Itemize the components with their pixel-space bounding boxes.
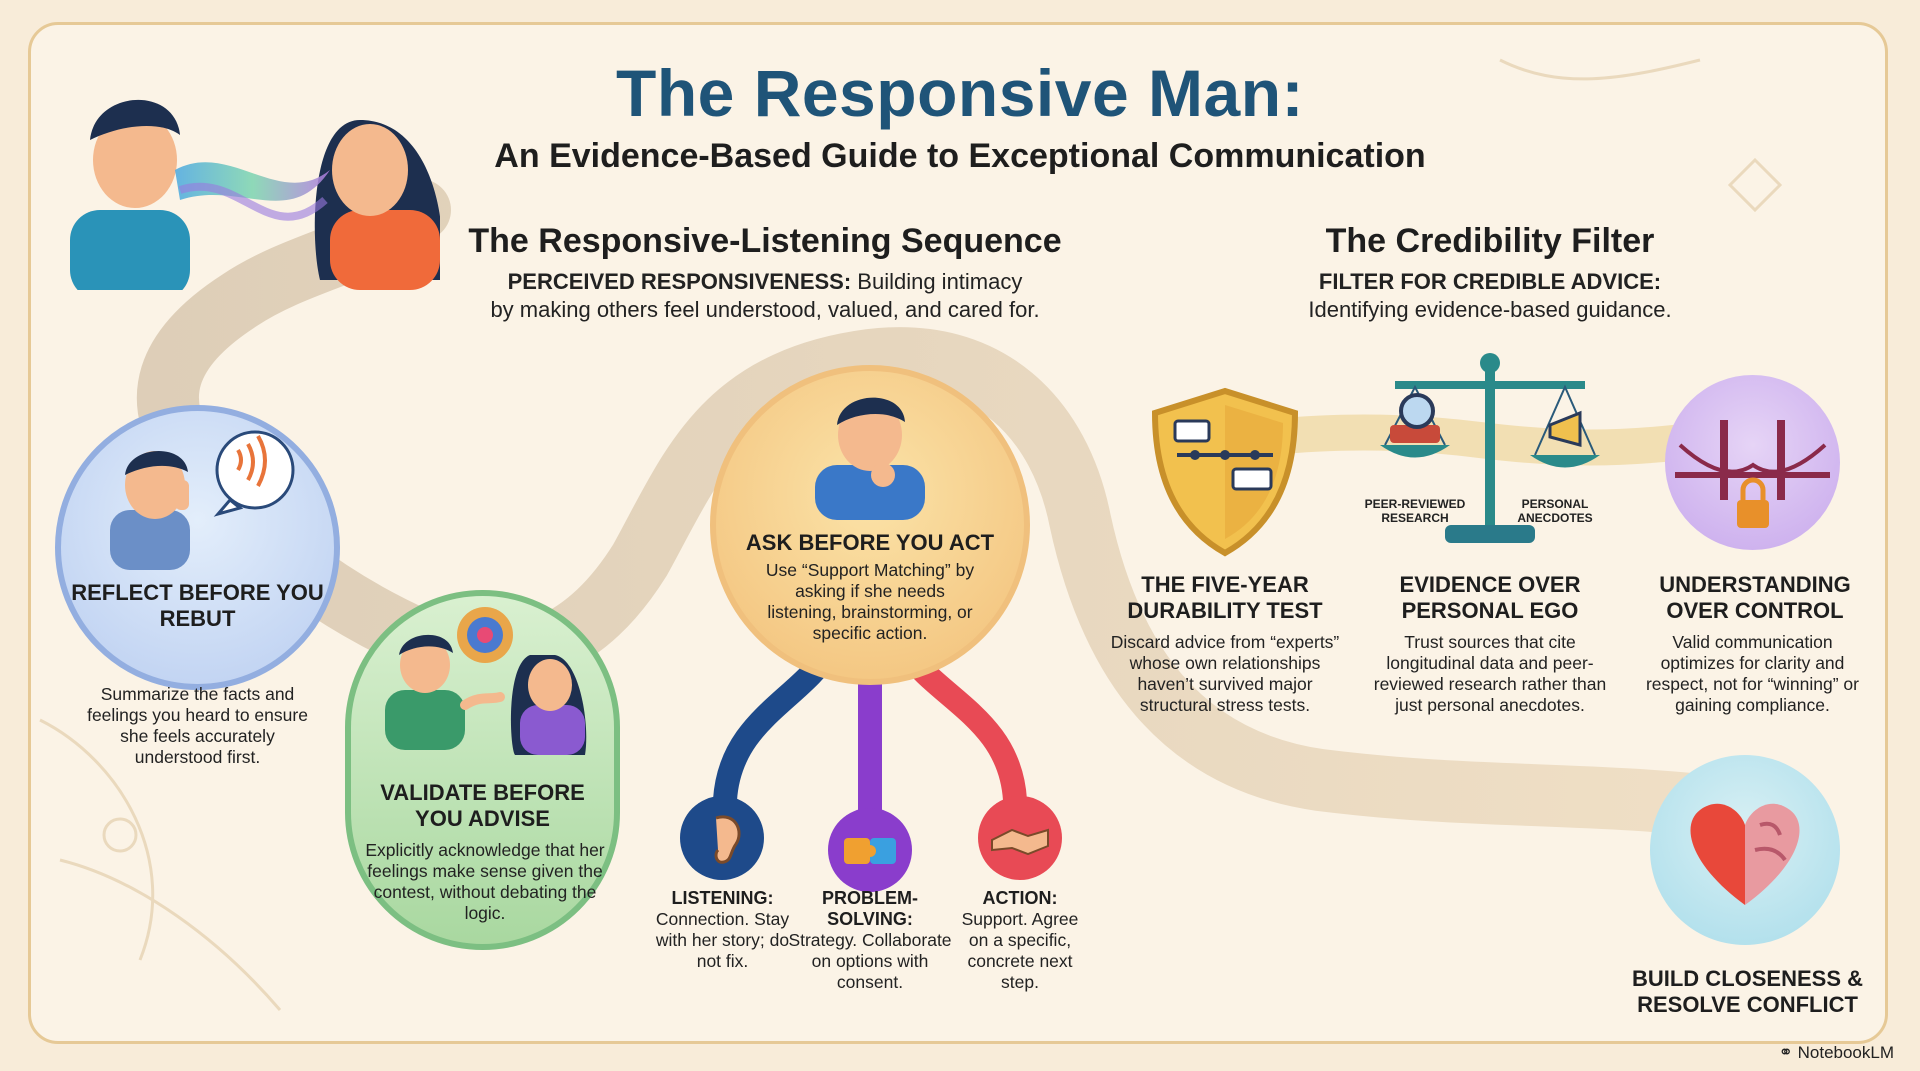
- durability-test-text: Discard advice from “experts” whose own …: [1110, 632, 1340, 715]
- listening-lead-bold: PERCEIVED RESPONSIVENESS:: [507, 269, 852, 294]
- outcome-circle: [1650, 755, 1840, 945]
- listening-branch-text: Connection. Stay with her story; do not …: [655, 909, 790, 971]
- heart-brain-icon: [1690, 803, 1800, 905]
- brand-text: NotebookLM: [1797, 1043, 1894, 1062]
- evidence-over-ego-text: Trust sources that cite longitudinal dat…: [1373, 632, 1607, 715]
- listening-sequence-title: The Responsive-Listening Sequence: [468, 222, 1062, 260]
- problem-solving-branch-text: Strategy. Collaborate on options with co…: [788, 930, 952, 992]
- reflect-step-title: REFLECT BEFORE YOU REBUT: [71, 580, 324, 631]
- ask-step-title: ASK BEFORE YOU ACT: [745, 530, 995, 555]
- bridge-circle: [1665, 375, 1840, 550]
- listening-man-icon: [110, 430, 295, 570]
- reflect-step-circle: [55, 405, 340, 690]
- page-subtitle: An Evidence-Based Guide to Exceptional C…: [494, 137, 1426, 175]
- shield-icon: [1151, 387, 1299, 557]
- listening-lead-line2: by making others feel understood, valued…: [490, 297, 1040, 322]
- action-branch: ACTION: Support. Agree on a specific, co…: [955, 888, 1085, 993]
- validating-couple-icon: [385, 607, 587, 755]
- listening-branch-node: [680, 796, 764, 880]
- evidence-over-ego-title: EVIDENCE OVER PERSONAL EGO: [1399, 572, 1581, 623]
- ear-icon: [714, 815, 741, 864]
- listening-branch: LISTENING: Connection. Stay with her sto…: [650, 888, 795, 972]
- action-branch-label: ACTION:: [982, 888, 1058, 908]
- thinking-man-icon: [815, 397, 925, 520]
- action-branch-text: Support. Agree on a specific, concrete n…: [961, 909, 1079, 992]
- problem-solving-branch: PROBLEM-SOLVING: Strategy. Collaborate o…: [780, 888, 960, 993]
- handshake-icon: [991, 828, 1049, 856]
- problem-solving-branch-label: PROBLEM-SOLVING:: [822, 888, 918, 929]
- credibility-filter-title: The Credibility Filter: [1325, 222, 1655, 260]
- credibility-lead-line2: Identifying evidence-based guidance.: [1308, 297, 1672, 322]
- ask-step-text: Use “Support Matching” by asking if she …: [765, 560, 975, 643]
- brand-label: ⚭ NotebookLM: [1779, 1043, 1894, 1063]
- reflect-step-text: Summarize the facts and feelings you hea…: [87, 684, 308, 767]
- scale-left-label: PEER-REVIEWED RESEARCH: [1364, 497, 1466, 525]
- understanding-over-control-text: Valid communication optimizes for clarit…: [1645, 632, 1859, 715]
- action-branch-node: [978, 796, 1062, 880]
- validate-step-title: VALIDATE BEFORE YOU ADVISE: [380, 780, 585, 831]
- listening-branch-label: LISTENING:: [671, 888, 774, 908]
- listening-lead-rest: Building intimacy: [851, 269, 1023, 294]
- problem-solving-branch-node: [828, 808, 912, 892]
- validate-step-text: Explicitly acknowledge that her feelings…: [365, 840, 605, 923]
- credibility-lead-bold: FILTER FOR CREDIBLE ADVICE:: [1318, 269, 1662, 294]
- outcome-title: BUILD CLOSENESS & RESOLVE CONFLICT: [1631, 966, 1864, 1017]
- page-title: The Responsive Man:: [616, 56, 1304, 130]
- listening-sequence-lead: PERCEIVED RESPONSIVENESS: Building intim…: [430, 268, 1100, 324]
- scale-right-label: PERSONAL ANECDOTES: [1517, 497, 1593, 525]
- conversation-illustration-icon: [70, 99, 440, 290]
- puzzle-icon: [844, 838, 896, 864]
- durability-test-title: THE FIVE-YEAR DURABILITY TEST: [1127, 572, 1323, 623]
- notebooklm-logo-icon: ⚭: [1778, 1043, 1793, 1062]
- understanding-over-control-title: UNDERSTANDING OVER CONTROL: [1659, 572, 1851, 623]
- bridge-lock-icon: [1675, 420, 1830, 528]
- credibility-filter-lead: FILTER FOR CREDIBLE ADVICE: Identifying …: [1240, 268, 1740, 324]
- balance-scale-icon: [1380, 353, 1600, 543]
